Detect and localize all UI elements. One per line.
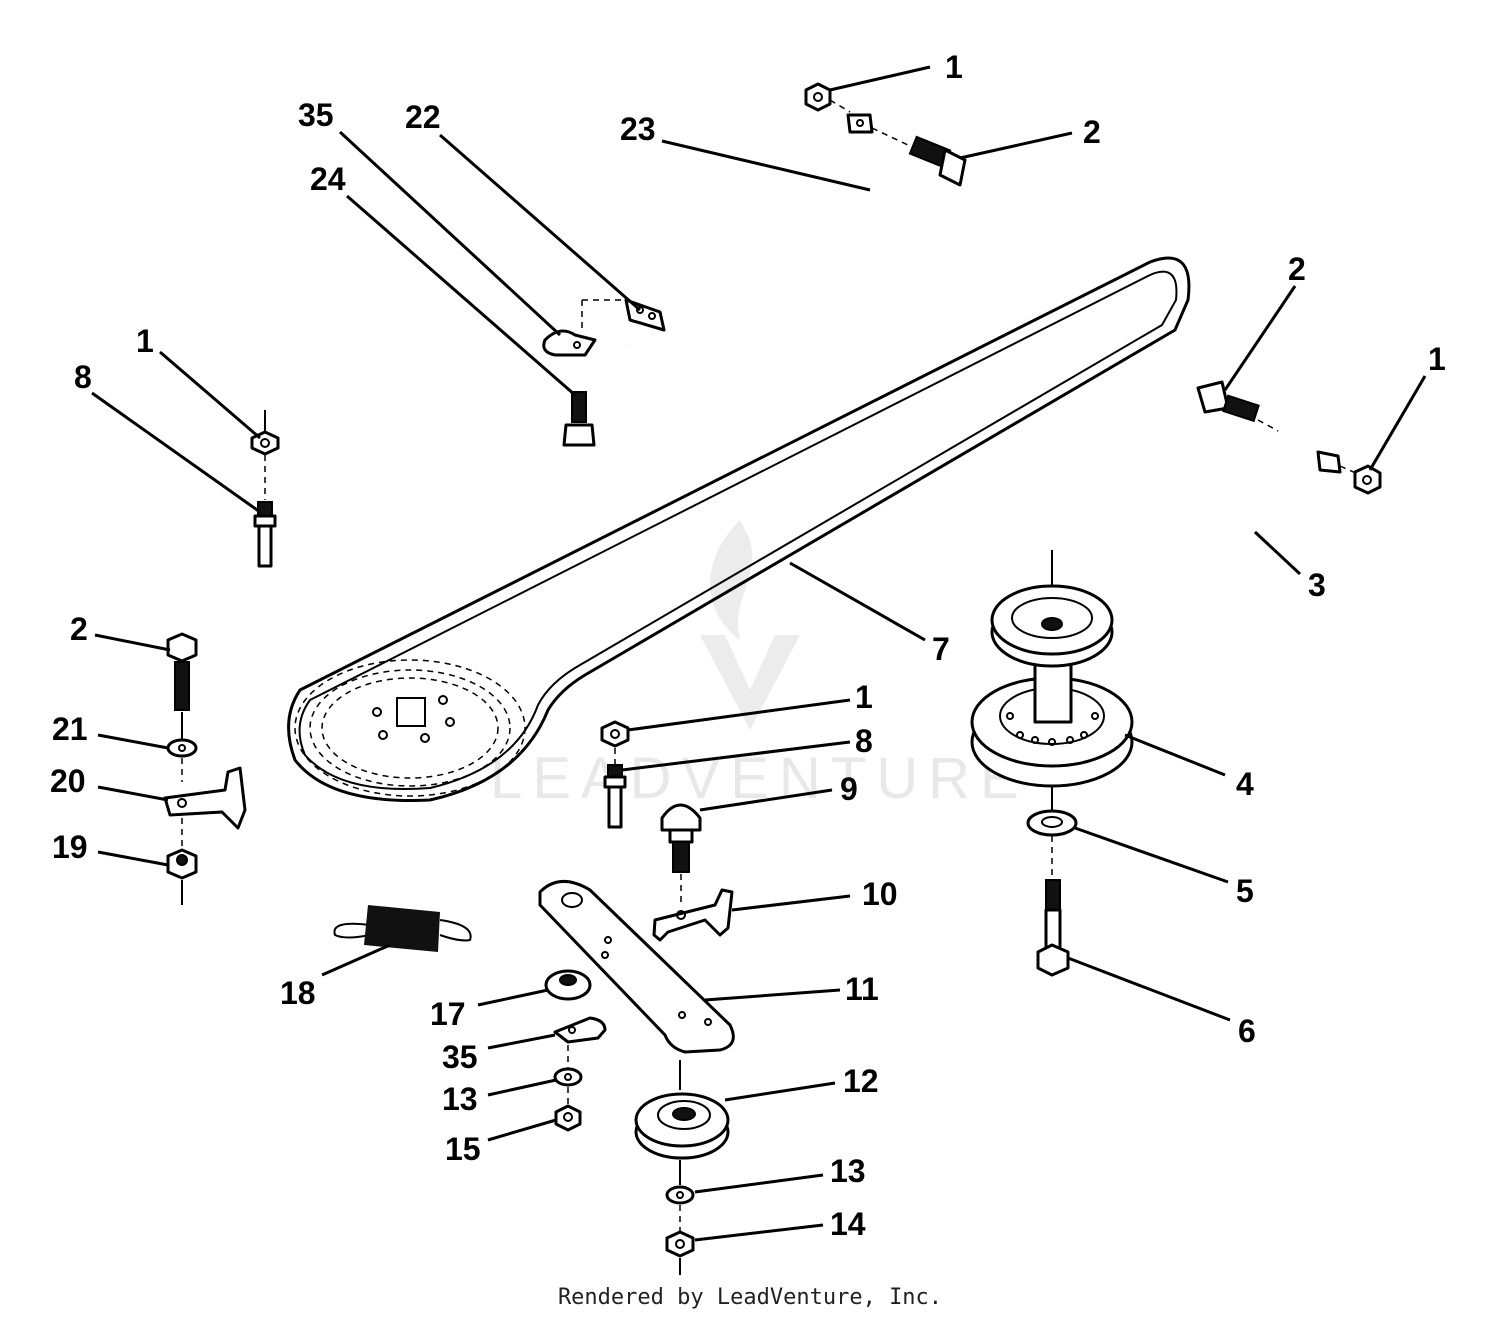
lift-rod-3: [1248, 428, 1342, 532]
callout-23: 23: [620, 111, 656, 147]
callout-10: 10: [862, 876, 898, 912]
stud-8: [253, 501, 277, 568]
callout-2: 2: [1083, 114, 1101, 150]
callout-4: 4: [1236, 766, 1254, 802]
callout-35: 35: [442, 1039, 478, 1075]
callout-3: 3: [1308, 567, 1326, 603]
callout-18: 18: [280, 975, 316, 1011]
hex-bolt-6: [1036, 879, 1070, 977]
hex-nut-19: [166, 848, 198, 880]
drive-belt: [287, 256, 1191, 802]
bracket-20: [163, 766, 247, 830]
washer-21: [166, 738, 198, 758]
watermark-text: LEADVENTURE: [490, 746, 1029, 811]
idler-pulley-12: [634, 1092, 730, 1160]
callout-8: 8: [855, 723, 873, 759]
callout-1: 1: [136, 323, 154, 359]
hex-bolt: [908, 135, 967, 187]
callout-5: 5: [1236, 873, 1254, 909]
washer-13: [665, 1185, 695, 1205]
callout-22: 22: [405, 99, 441, 135]
idler-arm-11: [538, 880, 735, 1054]
callout-21: 21: [52, 711, 88, 747]
washer-5: [1026, 809, 1078, 837]
hex-nut-14: [665, 1230, 695, 1258]
callout-12: 12: [843, 1063, 879, 1099]
callout-14: 14: [830, 1206, 866, 1242]
callout-7: 7: [932, 631, 950, 667]
callout-1: 1: [855, 679, 873, 715]
callout-11: 11: [845, 971, 879, 1007]
callout-35: 35: [298, 97, 334, 133]
callout-labels: 1 2 23 35 22 24 2 1 3 1 8 7 4 2 21 20 19…: [50, 49, 1446, 1242]
callout-2: 2: [1288, 251, 1306, 287]
spacer-17: [544, 969, 592, 1001]
callout-2: 2: [70, 611, 88, 647]
callout-15: 15: [445, 1131, 481, 1167]
footer-credit: Rendered by LeadVenture, Inc.: [557, 1285, 943, 1310]
callout-17: 17: [430, 996, 466, 1032]
callout-1: 1: [945, 49, 963, 85]
callout-9: 9: [840, 771, 858, 807]
callout-24: 24: [310, 161, 346, 197]
hex-nut-15: [554, 1104, 582, 1132]
hook-bracket-22: [624, 298, 698, 378]
callout-19: 19: [52, 829, 88, 865]
clip-35: [553, 1016, 607, 1044]
hex-nut: [600, 720, 630, 748]
hex-nut: [1353, 464, 1382, 495]
hex-nut: [804, 82, 832, 112]
callout-13: 13: [442, 1081, 478, 1117]
callout-20: 20: [50, 763, 86, 799]
engine-pulley-4: [970, 584, 1134, 788]
washer-13: [553, 1067, 583, 1087]
callout-1: 1: [1428, 341, 1446, 377]
stud-8: [603, 764, 627, 829]
hex-bolt: [1196, 380, 1260, 423]
callout-6: 6: [1238, 1013, 1256, 1049]
spring-18: [333, 905, 472, 952]
idler-rod-23: [827, 113, 887, 340]
carriage-bolt-9: [660, 803, 702, 873]
leader-lines: [91, 65, 1427, 1242]
clip-35: [542, 329, 597, 357]
bracket-10: [652, 888, 734, 942]
screw-24: [562, 391, 596, 447]
watermark: LEADVENTURE: [490, 520, 1029, 811]
callout-8: 8: [74, 359, 92, 395]
callout-13: 13: [830, 1153, 866, 1189]
hex-bolt: [166, 632, 198, 711]
